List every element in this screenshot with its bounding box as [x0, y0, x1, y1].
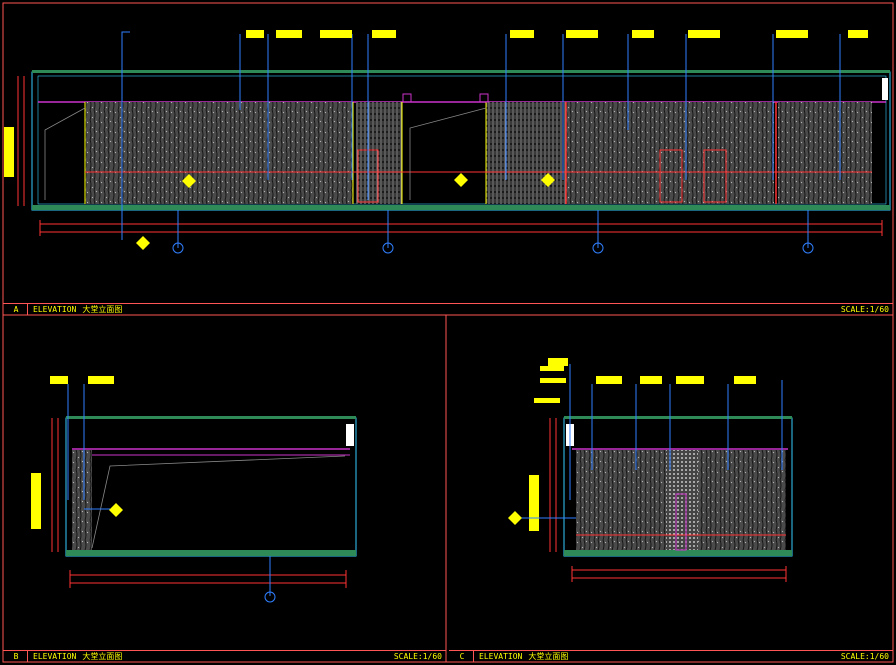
view-title-zh: 大堂立面图 [82, 305, 123, 314]
view-number: A [5, 304, 28, 315]
view-title-zh: 大堂立面图 [528, 652, 569, 661]
elevation-b [31, 384, 357, 603]
view-title: ELEVATION 大堂立面图 [479, 651, 568, 662]
view-title-en: ELEVATION [33, 652, 77, 661]
callout-tag [688, 30, 720, 38]
view-scale: SCALE:1/60 [393, 652, 442, 661]
callout-tag [776, 30, 808, 38]
callout-tag [320, 30, 352, 38]
callout-tag [848, 30, 868, 38]
elevation-c [508, 364, 793, 582]
callout-tag [640, 376, 662, 384]
view-title: ELEVATION 大堂立面图 [33, 304, 122, 315]
view-scale: SCALE:1/60 [840, 305, 889, 314]
callout-tag [676, 376, 704, 384]
elevation-a [4, 31, 891, 254]
callout-tag [88, 376, 114, 384]
callout-tag [632, 30, 654, 38]
view-scale: SCALE:1/60 [840, 652, 889, 661]
callout-tag [246, 30, 264, 38]
title-bar-c: C ELEVATION 大堂立面图 SCALE:1/60 [449, 650, 893, 663]
callout-tag [372, 30, 396, 38]
callout-tag [734, 376, 756, 384]
view-number: C [451, 651, 474, 662]
title-bar-a: A ELEVATION 大堂立面图 SCALE:1/60 [3, 303, 893, 316]
view-title-en: ELEVATION [33, 305, 77, 314]
title-bar-b: B ELEVATION 大堂立面图 SCALE:1/60 [3, 650, 446, 663]
view-title-en: ELEVATION [479, 652, 523, 661]
callout-tag [50, 376, 68, 384]
view-title-zh: 大堂立面图 [82, 652, 123, 661]
callout-tag [510, 30, 534, 38]
callout-tag [566, 30, 598, 38]
view-number: B [5, 651, 28, 662]
view-title: ELEVATION 大堂立面图 [33, 651, 122, 662]
callout-tag [548, 358, 568, 366]
callout-tag [276, 30, 302, 38]
callout-tag [596, 376, 622, 384]
